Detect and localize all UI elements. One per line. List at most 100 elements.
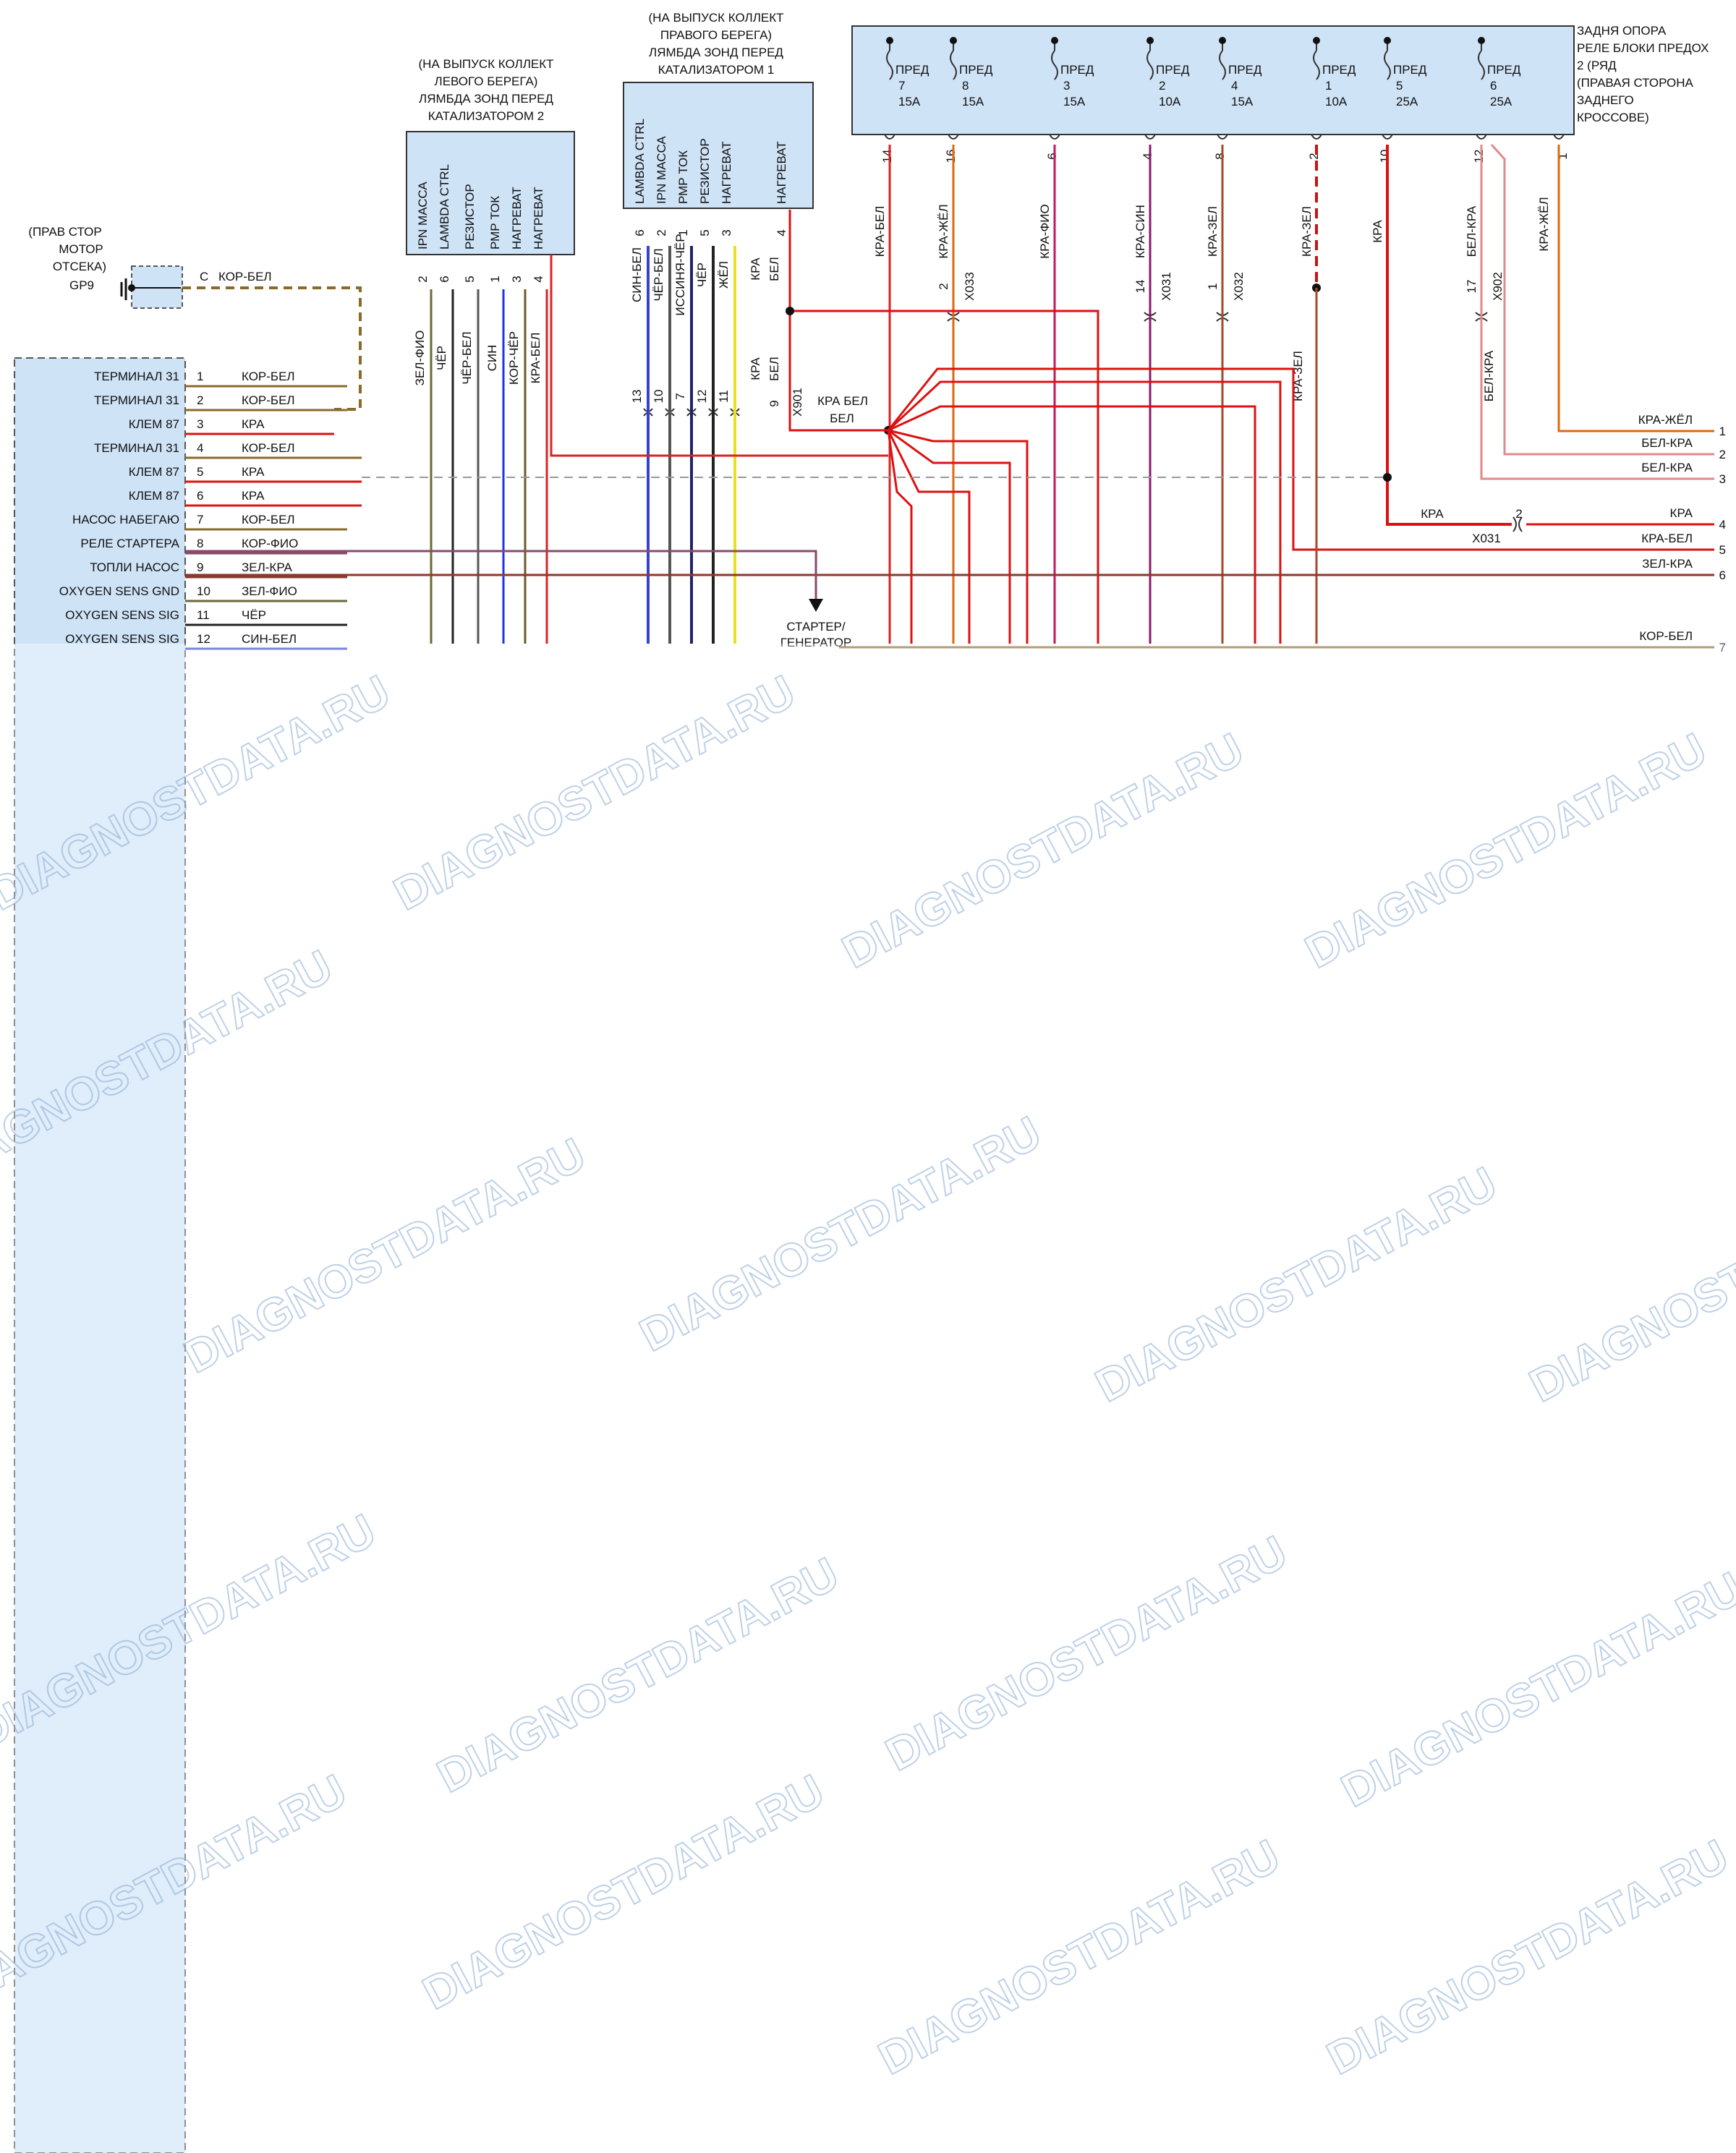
left-pin-wire: КРА [242,465,265,479]
fuse-amp: 15A [962,95,984,108]
fuse-number: 8 [962,79,969,93]
sensor2-pin-wire: ЧЁР-БЕЛ [460,331,474,384]
fuse-label: ПРЕД [1487,63,1521,77]
fuse-wire: КРА-СИН [1133,205,1147,258]
sensor2-pin-num: 6 [438,276,451,282]
left-pin-num: 7 [197,513,203,526]
left-pin-wire: ЗЕЛ-ФИО [242,584,297,598]
sensor1-pin-wire: ИССИНЯ-ЧЁР [673,234,687,315]
sensor2-pin-num: 2 [416,276,430,282]
left-pin-name: НАСОС НАБЕГАЮ [72,513,179,526]
fusebox-title-4: (ПРАВАЯ СТОРОНА [1577,76,1694,90]
lambda-sensor-1: (НА ВЫПУСК КОЛЛЕКТ ПРАВОГО БЕРЕГА) ЛЯМБД… [624,11,854,644]
fuse-xpin: 14 [1133,280,1147,294]
left-pin-name: OXYGEN SENS GND [59,584,179,598]
fuse-wire: КРА-ФИО [1038,204,1052,258]
sensor2-pin-label: IPN МАССА [416,182,430,250]
left-pin-wire: КОР-БЕЛ [242,513,295,526]
left-pin-num: 3 [197,417,203,431]
left-pin-wire: КРА [242,489,265,503]
sensor1-pin-label: РМР ТОК [676,150,690,204]
right-output-num: 2 [1719,448,1726,461]
fuse-number: 5 [1396,79,1403,93]
left-pin-wire: ЧЁР [242,608,266,622]
sensor1-pin-label: РЕЗИСТОР [698,138,712,204]
sensor2-pin-wire: КОР-ЧЁР [507,331,521,385]
fusebox-title-3: 2 (РЯД [1577,59,1617,72]
sensor2-pin-num: 1 [488,276,502,282]
fuse-pin: 8 [1213,153,1227,159]
fuse-xid: X031 [1160,272,1173,301]
fuse-amp: 15A [898,95,921,108]
sensor1-xnum: 11 [717,390,731,403]
sensor1-pin-wire-2: БЕЛ [767,257,781,281]
sensor1-pin-wire: ЖЁЛ [717,261,731,289]
left-pin-name: ТОПЛИ НАСОС [90,560,179,574]
sensor1-lower-wire: КРА [749,357,762,380]
sensor1-title-3: ЛЯМБДА ЗОНД ПЕРЕД [649,46,783,59]
sensor2-title-4: КАТАЛИЗАТОРОМ 2 [428,109,544,123]
ground-label-2: МОТОР [59,242,103,256]
sensor1-pin-wire: КРА [749,257,762,281]
fuse-number: 1 [1325,79,1332,93]
sensor2-pin-label: РЕЗИСТОР [463,184,477,250]
fuse-pin: 16 [944,150,958,163]
left-pin-name: РЕЛЕ СТАРТЕРА [80,537,179,550]
fuse-amp: 15A [1063,95,1086,108]
right-output-num: 4 [1719,518,1726,532]
left-pin-num: 1 [197,370,203,383]
sensor1-title-1: (НА ВЫПУСК КОЛЛЕКТ [649,11,784,25]
fuse-wire: КРА [1371,220,1384,243]
fuse-pin: 6 [1045,153,1059,159]
splice-wire-1: КРА БЕЛ [817,394,868,408]
fuse-xid: X032 [1232,272,1246,301]
blurred-region [0,644,1736,2153]
left-pin-num: 4 [197,441,203,455]
right-output-wire: БЕЛ-КРА [1641,436,1693,450]
sensor2-pin-wire: ЗЕЛ-ФИО [413,331,427,386]
fuse-pin: 2 [1307,153,1321,159]
left-pin-wire: КОР-БЕЛ [242,370,295,383]
left-pin-name: КЛЕМ 87 [129,465,179,479]
sensor1-pin-label: НАГРЕВАТ [775,141,788,204]
right-output-wire: КРА [1670,506,1693,520]
left-pin-wire: КОР-ФИО [242,537,298,550]
left-pin-num: 5 [197,465,203,479]
ground-label-1: (ПРАВ СТОР [28,225,101,239]
left-pin-name: ТЕРМИНАЛ 31 [94,370,179,383]
fuse-wire: КРА-ЖЁЛ [937,204,950,258]
right-output-wire: ЗЕЛ-КРА [1642,557,1693,571]
left-pin-num: 11 [197,608,210,622]
sensor2-pin-num: 5 [463,276,477,282]
sensor1-xnum: 10 [652,390,665,404]
fuse-label: ПРЕД [1393,63,1427,77]
sensor1-xnum: 12 [695,390,709,404]
left-pin-name: КЛЕМ 87 [129,489,179,503]
fuse-number: 3 [1063,79,1070,93]
sensor2-pin-num: 3 [510,276,524,282]
right-outputs: КРА-ЖЁЛ1БЕЛ-КРА2БЕЛ-КРА3КРА4КРА-БЕЛ5ЗЕЛ-… [1638,413,1726,655]
sensor1-pin-label: LAMBDA CTRL [633,119,647,204]
sensor1-lower-wire-2: БЕЛ [767,357,781,381]
left-pin-num: 6 [197,489,203,503]
sensor1-pin-label: IPN МАССА [655,136,668,204]
x031-id: X031 [1472,532,1501,545]
starter-label-1: СТАРТЕР/ [786,620,846,634]
fuse-label: ПРЕД [1156,63,1190,77]
sensor2-title-3: ЛЯМБДА ЗОНД ПЕРЕД [419,92,553,106]
fuse-wire: КРА-ЗЕЛ [1206,206,1220,257]
fuse-label: ПРЕД [1060,63,1094,77]
right-output-wire: КРА-БЕЛ [1641,532,1693,545]
sensor2-pin-label: НАГРЕВАТ [510,187,524,250]
x031-wire: КРА [1421,507,1444,521]
fuse-label: ПРЕД [1322,63,1356,77]
sensor1-pin-label: НАГРЕВАТ [720,141,733,204]
fuse-number: 4 [1231,79,1238,93]
fuse-amp: 10A [1325,95,1348,108]
sensor2-pin-wire: КРА-БЕЛ [529,333,542,384]
fuse-label: ПРЕД [959,63,993,77]
splice-wire-2: БЕЛ [830,412,854,425]
fuse-pin: 4 [1141,153,1154,159]
left-pin-wire: КОР-БЕЛ [242,393,295,407]
ground-id: GP9 [69,278,94,292]
